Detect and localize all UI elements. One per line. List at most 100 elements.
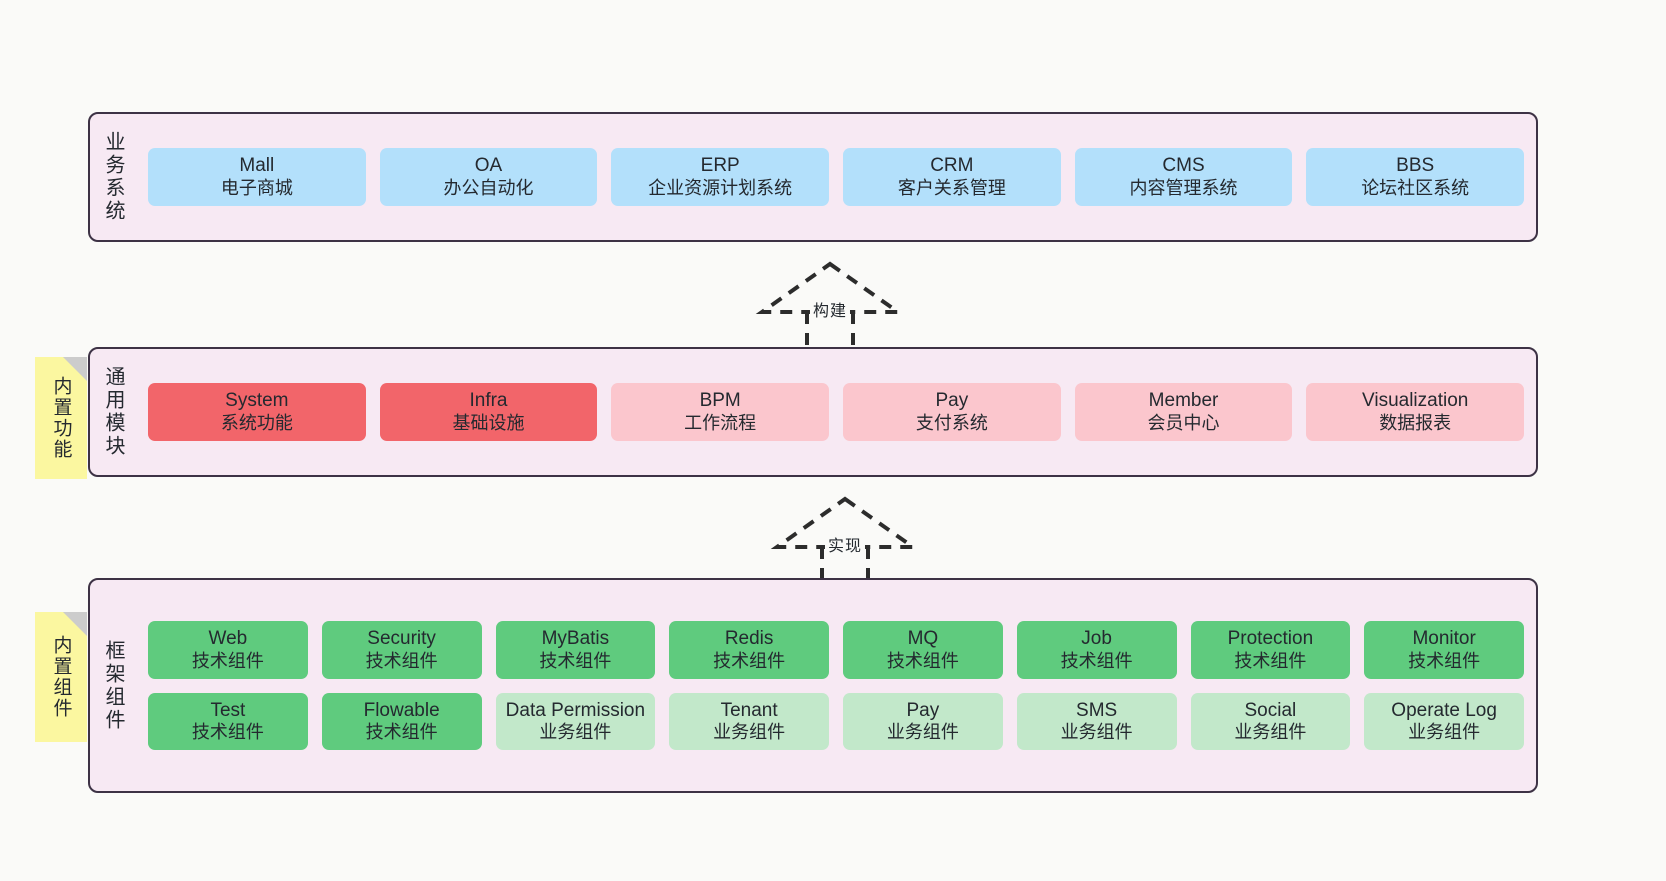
card-pay-module-desc: 支付系统: [915, 412, 988, 433]
card-system-desc: 系统功能: [220, 412, 293, 433]
card-visualization-name: Visualization: [1362, 390, 1469, 412]
card-mybatis[interactable]: MyBatis 技术组件: [495, 621, 656, 679]
card-redis[interactable]: Redis 技术组件: [669, 621, 829, 679]
card-member-desc: 会员中心: [1147, 412, 1220, 433]
card-erp-name: ERP: [700, 155, 740, 177]
card-job-name: Job: [1081, 628, 1112, 650]
card-sms[interactable]: SMS 业务组件: [1016, 692, 1177, 750]
card-bpm-name: BPM: [699, 390, 741, 412]
card-crm-desc: 客户关系管理: [897, 177, 1006, 198]
card-redis-name: Redis: [724, 628, 774, 650]
card-system[interactable]: System 系统功能: [148, 383, 366, 441]
card-data-permission[interactable]: Data Permission 业务组件: [495, 692, 656, 750]
card-tenant-name: Tenant: [720, 699, 778, 721]
card-oa-desc: 办公自动化: [443, 177, 534, 198]
card-social-name: Social: [1244, 699, 1297, 721]
card-data-permission-desc: 业务组件: [539, 721, 612, 742]
layer-business-systems: 业务系统 Mall 电子商城 OA 办公自动化 ERP 企业资源计划系统 CRM…: [88, 112, 1538, 242]
card-tenant[interactable]: Tenant 业务组件: [669, 692, 829, 750]
card-web-desc: 技术组件: [191, 650, 264, 671]
sticky-note-builtin-function-label: 内置功能: [50, 376, 72, 460]
card-monitor-name: Monitor: [1412, 628, 1476, 650]
card-monitor[interactable]: Monitor 技术组件: [1364, 621, 1524, 679]
card-web[interactable]: Web 技术组件: [148, 621, 308, 679]
card-operate-log-name: Operate Log: [1391, 699, 1497, 721]
card-social[interactable]: Social 业务组件: [1190, 692, 1351, 750]
card-tenant-desc: 业务组件: [713, 721, 786, 742]
card-cms-name: CMS: [1162, 155, 1205, 177]
card-mybatis-name: MyBatis: [541, 628, 610, 650]
card-monitor-desc: 技术组件: [1408, 650, 1481, 671]
card-mq-desc: 技术组件: [886, 650, 959, 671]
card-pay-component-name: Pay: [906, 699, 940, 721]
card-security-desc: 技术组件: [365, 650, 438, 671]
card-protection-desc: 技术组件: [1234, 650, 1307, 671]
layer-common-modules: 通用模块 System 系统功能 Infra 基础设施 BPM 工作流程 Pay…: [88, 347, 1538, 477]
card-security-name: Security: [367, 628, 436, 650]
card-system-name: System: [225, 390, 289, 412]
card-operate-log[interactable]: Operate Log 业务组件: [1364, 692, 1524, 750]
layer-business-cards: Mall 电子商城 OA 办公自动化 ERP 企业资源计划系统 CRM 客户关系…: [136, 114, 1536, 240]
layer-framework-cards: Web 技术组件 Security 技术组件 MyBatis 技术组件 Redi…: [136, 580, 1536, 791]
note-fold-corner-icon: [63, 357, 87, 381]
card-crm[interactable]: CRM 客户关系管理: [843, 148, 1061, 206]
card-bbs[interactable]: BBS 论坛社区系统: [1306, 148, 1525, 206]
arrow-build: 构建: [750, 258, 910, 350]
card-mq[interactable]: MQ 技术组件: [843, 621, 1003, 679]
arrow-implement: 实现: [765, 493, 925, 585]
arrow-tail-build: [805, 312, 855, 350]
card-mq-name: MQ: [907, 628, 939, 650]
card-pay-component[interactable]: Pay 业务组件: [843, 692, 1003, 750]
card-visualization-desc: 数据报表: [1379, 412, 1452, 433]
card-member-name: Member: [1148, 390, 1219, 412]
card-web-name: Web: [208, 628, 248, 650]
card-sms-name: SMS: [1076, 699, 1118, 721]
card-security[interactable]: Security 技术组件: [321, 621, 482, 679]
card-erp-desc: 企业资源计划系统: [648, 177, 793, 198]
card-infra[interactable]: Infra 基础设施: [379, 383, 598, 441]
sticky-note-builtin-component: 内置组件: [35, 612, 87, 742]
card-test-name: Test: [210, 699, 246, 721]
card-flowable[interactable]: Flowable 技术组件: [321, 692, 482, 750]
card-protection[interactable]: Protection 技术组件: [1190, 621, 1351, 679]
framework-row-business: Test 技术组件 Flowable 技术组件 Data Permission …: [148, 692, 1524, 750]
card-erp[interactable]: ERP 企业资源计划系统: [611, 148, 830, 206]
layer-framework-title: 框架组件: [102, 639, 124, 732]
card-data-permission-name: Data Permission: [505, 699, 646, 721]
framework-row-tech: Web 技术组件 Security 技术组件 MyBatis 技术组件 Redi…: [148, 621, 1524, 679]
card-mall-name: Mall: [239, 155, 275, 177]
card-bbs-name: BBS: [1396, 155, 1435, 177]
card-bpm[interactable]: BPM 工作流程: [611, 383, 830, 441]
arrow-implement-label: 实现: [824, 531, 866, 557]
card-pay-component-desc: 业务组件: [886, 721, 959, 742]
card-mybatis-desc: 技术组件: [539, 650, 612, 671]
card-sms-desc: 业务组件: [1060, 721, 1133, 742]
card-cms[interactable]: CMS 内容管理系统: [1074, 148, 1293, 206]
layer-business-title: 业务系统: [102, 131, 124, 223]
card-mall[interactable]: Mall 电子商城: [148, 148, 366, 206]
card-job-desc: 技术组件: [1060, 650, 1133, 671]
card-pay-module[interactable]: Pay 支付系统: [843, 383, 1061, 441]
card-flowable-desc: 技术组件: [365, 721, 438, 742]
card-member[interactable]: Member 会员中心: [1074, 383, 1293, 441]
card-cms-desc: 内容管理系统: [1129, 177, 1238, 198]
card-test[interactable]: Test 技术组件: [148, 692, 308, 750]
card-mall-desc: 电子商城: [220, 177, 293, 198]
card-bpm-desc: 工作流程: [684, 412, 757, 433]
card-oa[interactable]: OA 办公自动化: [379, 148, 598, 206]
card-pay-module-name: Pay: [935, 390, 969, 412]
card-flowable-name: Flowable: [363, 699, 440, 721]
card-test-desc: 技术组件: [191, 721, 264, 742]
layer-common-cards: System 系统功能 Infra 基础设施 BPM 工作流程 Pay 支付系统…: [136, 349, 1536, 475]
layer-common-title: 通用模块: [102, 366, 124, 458]
card-social-desc: 业务组件: [1234, 721, 1307, 742]
card-redis-desc: 技术组件: [713, 650, 786, 671]
card-visualization[interactable]: Visualization 数据报表: [1306, 383, 1525, 441]
card-oa-name: OA: [474, 155, 503, 177]
card-protection-name: Protection: [1227, 628, 1314, 650]
card-job[interactable]: Job 技术组件: [1016, 621, 1177, 679]
arrow-build-label: 构建: [809, 296, 851, 322]
card-operate-log-desc: 业务组件: [1408, 721, 1481, 742]
card-infra-name: Infra: [469, 390, 508, 412]
